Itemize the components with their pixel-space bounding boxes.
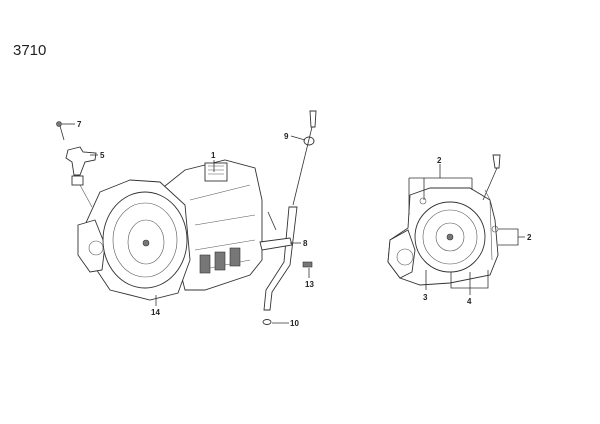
callout-5[interactable]: 5 — [100, 151, 105, 160]
callout-14[interactable]: 14 — [151, 308, 160, 317]
dipstick-part-9[interactable] — [292, 110, 317, 206]
speed-sensor-part-5[interactable] — [65, 146, 97, 208]
callout-1[interactable]: 1 — [211, 151, 216, 160]
callout-2-top[interactable]: 2 — [437, 156, 442, 165]
callout-4[interactable]: 4 — [467, 297, 472, 306]
o-ring-part-10[interactable] — [262, 319, 272, 325]
callout-7[interactable]: 7 — [77, 120, 82, 129]
callout-3[interactable]: 3 — [423, 293, 428, 302]
dipstick-tube-part-8[interactable] — [259, 206, 298, 311]
transmission-assembly-right[interactable] — [387, 154, 501, 286]
leader-lines — [62, 123, 525, 324]
transmission-assembly-left[interactable] — [77, 159, 263, 301]
callout-10[interactable]: 10 — [290, 319, 299, 328]
callout-9[interactable]: 9 — [284, 132, 289, 141]
callout-13[interactable]: 13 — [305, 280, 314, 289]
callout-8[interactable]: 8 — [303, 239, 308, 248]
bolt-part-13[interactable] — [302, 261, 313, 268]
bolt-part-7[interactable] — [56, 121, 65, 141]
diagram-page-code: 3710 — [13, 42, 47, 59]
callout-2-right[interactable]: 2 — [527, 233, 532, 242]
